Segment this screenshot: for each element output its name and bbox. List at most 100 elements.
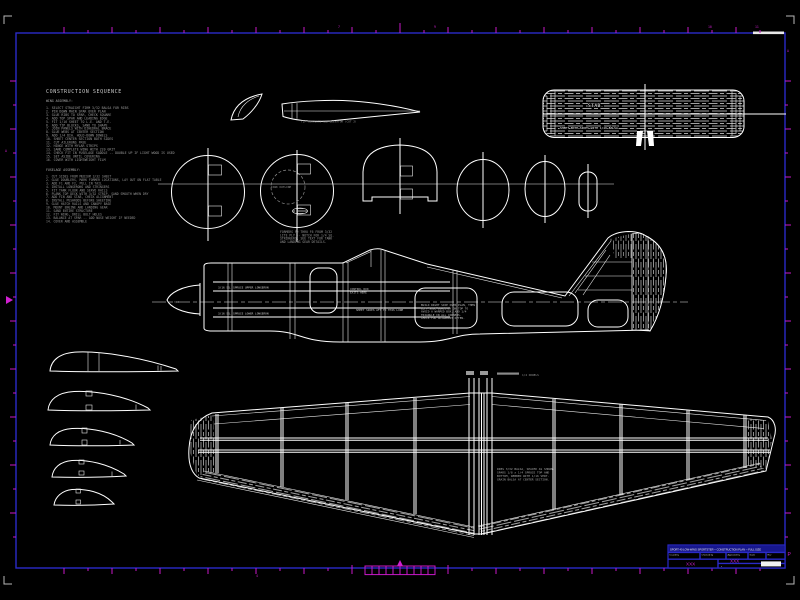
note-line: 13. SAND COMPLETE WING WITH 220 GRIT [46, 147, 115, 151]
bottom-ticks-long [63, 568, 737, 574]
stab-planked-panel: STAB. SHEET BOTH SIDES WITH 1/16 BALSA [542, 84, 786, 150]
dowel-mark-bar [497, 372, 519, 375]
note-line: 10. SHEET CENTER SECTION BOTH SIDES [46, 137, 113, 141]
note-line: 11. CUT AILERONS FREE [46, 141, 86, 145]
fin-and-rudder [568, 232, 667, 332]
note-line: FORMERS F2 THRU F6 FROM 3/32 [280, 230, 332, 234]
title-block-small-c: c [721, 566, 723, 568]
left-edge-arrow [6, 296, 13, 304]
rib-2 [47, 390, 152, 412]
corner-mark-tr [786, 15, 795, 24]
te-sheet-right [478, 463, 764, 534]
elevator-part [281, 99, 421, 122]
tip-template-part [230, 93, 263, 121]
frame-white-segment [753, 31, 784, 35]
title-block-cell-label: Rev [768, 554, 773, 556]
grid-label: 4 [256, 574, 258, 578]
construction-sequence: CONSTRUCTION SEQUENCE WING ASSEMBLY: 1. … [46, 89, 175, 223]
note-line: 14. COVER AND ASSEMBLE [46, 219, 87, 223]
rib-stack [47, 351, 180, 506]
note-line: 5. FIT 1/16 SHEET TO L.E. AND T.E. [46, 120, 111, 124]
title-block-xxx-left: XXX [686, 562, 695, 567]
fuselage-side-view: 3/4 3/16 SQ. SPRUCE UPPER LONGERON 3/16 … [152, 230, 688, 343]
note-line: AND LANDING GEAR DETAILS. [280, 240, 327, 244]
stab-notch-right [647, 131, 654, 146]
title-block-xxx-right: XXX [730, 558, 739, 563]
note-line: 3. GLUE RIBS TO SPAR, CHECK SQUARE [46, 113, 111, 117]
rudder [631, 232, 667, 332]
note-line: 10. MOUNT ENGINE AND LANDING GEAR [46, 206, 108, 210]
grid-label: 10 [708, 25, 712, 29]
note-line: 1. SELECT STRAIGHT FIRM 3/32 BALSA FOR R… [46, 106, 129, 110]
right-ticks [785, 80, 791, 538]
title-block-cell-label: Checked by [702, 554, 714, 556]
construction-list-1: 1. SELECT STRAIGHT FIRM 3/32 BALSA FOR R… [46, 106, 175, 162]
note-line: RIBS 3/32 BALSA, SPACED AS SHOWN. [497, 467, 555, 471]
note-line: 4. ADD TOP SPAR AND LEADING EDGE [46, 116, 107, 120]
note-line: CONTROL ROD [350, 287, 369, 291]
note-line: 6. PLANK TOP DECK WITH 3/32 STRIP, SAND … [46, 192, 149, 196]
left-tip-block [189, 415, 215, 476]
lower-longeron-label: 3/16 SQ. SPRUCE LOWER LONGERON [218, 311, 269, 315]
upper-longeron-label: 3/16 SQ. SPRUCE UPPER LONGERON [218, 285, 269, 289]
tank-bay-cutout [309, 267, 338, 314]
ruler-center-marker [397, 560, 403, 566]
wing-ribs [215, 398, 747, 514]
note-line: 8. GLUE WEBS AT CENTER SECTION [46, 130, 104, 134]
rib-4 [51, 459, 128, 478]
wing-outline [188, 392, 776, 535]
former-f6 [578, 164, 598, 218]
title-block-title: SPORT 40 LOW-WING SPORTSTER -- CONSTRUCT… [670, 548, 761, 552]
note-line: 15. SET ASIDE UNTIL COVERING [46, 154, 100, 158]
parts-caption: TIP TEMPLATE AND ELEVATOR (CUT 2) [301, 120, 357, 124]
note-line: 2. GLUE DOUBLERS, MARK FORMER LOCATIONS,… [46, 178, 162, 182]
wing-note: RIBS 3/32 BALSA, SPACED AS SHOWN.SPARS 1… [497, 467, 555, 482]
aft-cutout-1 [414, 287, 478, 329]
right-tip-block [744, 418, 772, 469]
note-line: 7. JOIN PANELS WITH DIHEDRAL BRACE [46, 127, 111, 131]
title-block-cell-label: Approved by [728, 553, 741, 556]
note-line: 3. ADD F1 AND F2, PULL IN TAIL [46, 181, 102, 185]
fuselage-formers [227, 250, 458, 342]
rib-3 [49, 427, 136, 447]
former-f4 [456, 152, 510, 228]
note-line: 12. HINGE WITH MYLAR STRIPS [46, 144, 98, 148]
note-line: 6. ADD TIP BLOCKS, SAND TO SHAPE [46, 123, 107, 127]
bottom-ticks-short [87, 568, 761, 571]
title-block-logo [761, 561, 781, 567]
center-section [468, 378, 493, 535]
stab-label: STAB. [588, 103, 604, 109]
note-line: 5. FIT TANK FLOOR AND SERVO RAILS [46, 188, 108, 192]
corner-mark-br [786, 576, 795, 585]
small-parts: TIP TEMPLATE AND ELEVATOR (CUT 2) [230, 93, 421, 124]
corner-mark-bl [3, 576, 12, 585]
note-line: 8. INSTALL PUSHRODS BEFORE SHEETING [46, 199, 111, 203]
note-line: LITE PLY -- NOTCH FOR 1/4 SQ. [280, 233, 334, 237]
aft-cutout-3 [587, 299, 629, 328]
longerons [213, 281, 450, 318]
stringer-section [292, 207, 308, 215]
note-line: 9. GLUE HATCH RAILS AND CANOPY BASE [46, 202, 111, 206]
dowel-label: 1/4 DOWELS [522, 373, 539, 377]
former-f2: TANK OUTLINE [260, 150, 334, 242]
dowel-mark [466, 371, 474, 375]
grid-letter-p: P [788, 552, 792, 558]
title-block: SPORT 40 LOW-WING SPORTSTER -- CONSTRUCT… [667, 544, 792, 569]
title-block-grid [668, 551, 785, 568]
scale-ruler [351, 560, 449, 576]
note-line: 13. BALANCE AT SPAR -- ADD NOSE WEIGHT I… [46, 216, 136, 220]
note-line: 16. COVER WITH LIGHTWEIGHT FILM [46, 158, 106, 162]
note-line: EXITS HERE [350, 290, 367, 294]
former-f3 [362, 138, 438, 214]
spinner: 3/4 [166, 283, 201, 316]
rib-1 [49, 351, 180, 373]
top-ticks-short [87, 30, 761, 33]
spinner-label: 3/4 [174, 300, 179, 304]
note-line: 7. ADD FIN AND STAB, CHECK ALIGNMENT [46, 195, 113, 199]
note-line: SPARS 1/8 x 1/4 SPRUCE TOP AND [497, 471, 549, 475]
corner-mark-tl [3, 15, 12, 24]
dowel-mark [480, 371, 488, 375]
